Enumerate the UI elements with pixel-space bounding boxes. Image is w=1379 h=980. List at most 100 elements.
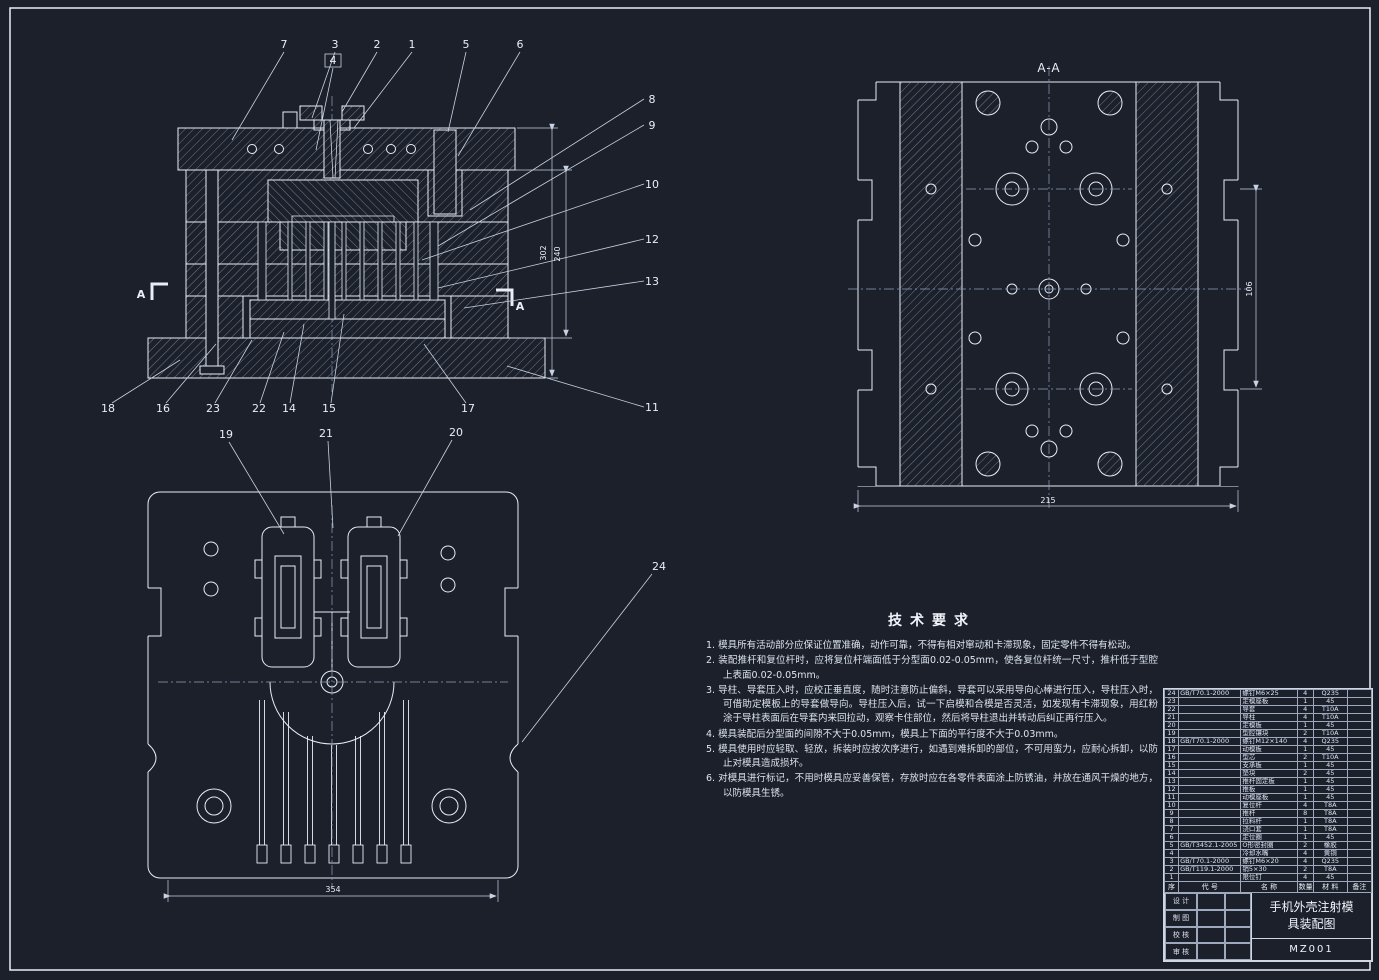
part-qty-cell: 2 — [1296, 769, 1314, 778]
part-code-cell — [1178, 801, 1242, 810]
header-code: 代 号 — [1178, 881, 1242, 893]
part-qty-cell: 4 — [1296, 737, 1314, 746]
callout-24: 24 — [652, 560, 666, 573]
part-remark-cell — [1346, 753, 1373, 762]
part-row: 5 GB/T3452.1-2005 O形密封圈 2 橡胶 — [1163, 841, 1373, 850]
part-qty-cell: 1 — [1296, 745, 1314, 754]
part-qty-cell: 1 — [1296, 721, 1314, 730]
part-code-cell — [1178, 777, 1242, 786]
title-block-right: 手机外壳注射模 具装配图 MZ001 — [1251, 893, 1371, 960]
view1-dimensions — [510, 123, 572, 379]
part-name-cell: 型芯 — [1240, 753, 1298, 762]
part-no-cell: 1 — [1163, 873, 1180, 882]
part-name-cell: 定模板 — [1240, 721, 1298, 730]
part-qty-cell: 1 — [1296, 785, 1314, 794]
callout-20: 20 — [449, 426, 463, 439]
drawing-title: 手机外壳注射模 具装配图 — [1252, 893, 1371, 938]
part-name-cell: 推杆 — [1240, 809, 1298, 818]
part-code-cell: GB/T119.1-2000 — [1178, 865, 1242, 874]
part-row: 23 定模座板 1 45 — [1163, 697, 1373, 706]
callout-4: 4 — [330, 54, 337, 67]
part-row: 11 动模座板 1 45 — [1163, 793, 1373, 802]
part-code-cell — [1178, 761, 1242, 770]
part-qty-cell: 8 — [1296, 809, 1314, 818]
part-remark-cell — [1346, 761, 1373, 770]
part-no-cell: 18 — [1163, 737, 1180, 746]
part-qty-cell: 1 — [1296, 817, 1314, 826]
part-row: 8 拉料杆 1 T8A — [1163, 817, 1373, 826]
view-main-section — [147, 96, 546, 392]
part-row: 16 型芯 2 T10A — [1163, 753, 1373, 762]
tech-requirement-item: 5. 模具使用时应轻取、轻放，拆装时应按次序进行，如遇到难拆卸的部位，不可用蛮力… — [706, 743, 1158, 769]
part-no-cell: 21 — [1163, 713, 1180, 722]
callout-13: 13 — [645, 275, 659, 288]
callout-3: 3 — [332, 38, 339, 51]
view3-callouts: 19 21 20 24 — [219, 426, 666, 573]
part-qty-cell: 1 — [1296, 825, 1314, 834]
title-block: 设 计 制 图 校 核 审 核 手机外壳注射模 具装配图 MZ001 — [1164, 893, 1372, 961]
part-row: 6 定位圈 1 45 — [1163, 833, 1373, 842]
part-remark-cell — [1346, 721, 1373, 730]
part-material-cell: 45 — [1312, 721, 1348, 730]
part-name-cell: 定模座板 — [1240, 697, 1298, 706]
callout-9: 9 — [649, 119, 656, 132]
callout-16: 16 — [156, 402, 170, 415]
part-qty-cell: 1 — [1296, 793, 1314, 802]
part-name-cell: 推板 — [1240, 785, 1298, 794]
part-material-cell: T10A — [1312, 753, 1348, 762]
part-no-cell: 3 — [1163, 857, 1180, 866]
part-code-cell — [1178, 833, 1242, 842]
part-qty-cell: 2 — [1296, 865, 1314, 874]
part-no-cell: 11 — [1163, 793, 1180, 802]
part-no-cell: 16 — [1163, 753, 1180, 762]
part-material-cell: 45 — [1312, 745, 1348, 754]
part-code-cell — [1178, 809, 1242, 818]
part-name-cell: 限位钉 — [1240, 873, 1298, 882]
part-material-cell: 45 — [1312, 769, 1348, 778]
part-material-cell: 45 — [1312, 793, 1348, 802]
part-name-cell: 螺钉M6×20 — [1240, 857, 1298, 866]
part-remark-cell — [1346, 705, 1373, 714]
part-code-cell — [1178, 825, 1242, 834]
part-material-cell: T8A — [1312, 809, 1348, 818]
drawing-title-line2: 具装配图 — [1287, 916, 1336, 931]
part-row: 22 导套 4 T10A — [1163, 705, 1373, 714]
part-code-cell — [1178, 729, 1242, 738]
dim-view2-width: 215 — [1040, 496, 1055, 505]
tech-requirement-item: 3. 导柱、导套压入时，应校正垂直度，随时注意防止偏斜，导套可以采用导向心棒进行… — [706, 684, 1158, 725]
part-material-cell: 45 — [1312, 873, 1348, 882]
signature-date-cell — [1225, 893, 1251, 910]
part-remark-cell — [1346, 817, 1373, 826]
part-material-cell: 橡胶 — [1312, 841, 1348, 850]
part-name-cell: 浇口套 — [1240, 825, 1298, 834]
part-row: 9 推杆 8 T8A — [1163, 809, 1373, 818]
view1-callouts: 7 3 4 2 1 5 6 8 9 10 12 13 11 18 16 23 2… — [101, 38, 659, 415]
signature-label: 校 核 — [1165, 926, 1197, 944]
part-row: 1 限位钉 4 45 — [1163, 873, 1373, 882]
part-code-cell — [1178, 817, 1242, 826]
signature-date-cell — [1225, 943, 1251, 960]
part-no-cell: 14 — [1163, 769, 1180, 778]
part-row: 10 复位杆 4 T8A — [1163, 801, 1373, 810]
callout-5: 5 — [463, 38, 470, 51]
part-remark-cell — [1346, 825, 1373, 834]
part-qty-cell: 4 — [1296, 873, 1314, 882]
part-name-cell: 动模座板 — [1240, 793, 1298, 802]
part-remark-cell — [1346, 833, 1373, 842]
part-remark-cell — [1346, 745, 1373, 754]
part-material-cell: T10A — [1312, 705, 1348, 714]
part-material-cell: T8A — [1312, 817, 1348, 826]
part-row: 20 定模板 1 45 — [1163, 721, 1373, 730]
part-code-cell — [1178, 849, 1242, 858]
part-material-cell: T8A — [1312, 801, 1348, 810]
dim-view1-outer: 302 — [539, 245, 548, 260]
part-name-cell: 复位杆 — [1240, 801, 1298, 810]
part-row: 7 浇口套 1 T8A — [1163, 825, 1373, 834]
part-remark-cell — [1346, 729, 1373, 738]
part-code-cell — [1178, 873, 1242, 882]
part-no-cell: 20 — [1163, 721, 1180, 730]
signature-name-cell — [1197, 943, 1225, 960]
parts-table: 24 GB/T70.1-2000 螺钉M6×25 4 Q235 23 定模座板 … — [1163, 689, 1373, 893]
drawing-title-line1: 手机外壳注射模 — [1269, 900, 1354, 915]
